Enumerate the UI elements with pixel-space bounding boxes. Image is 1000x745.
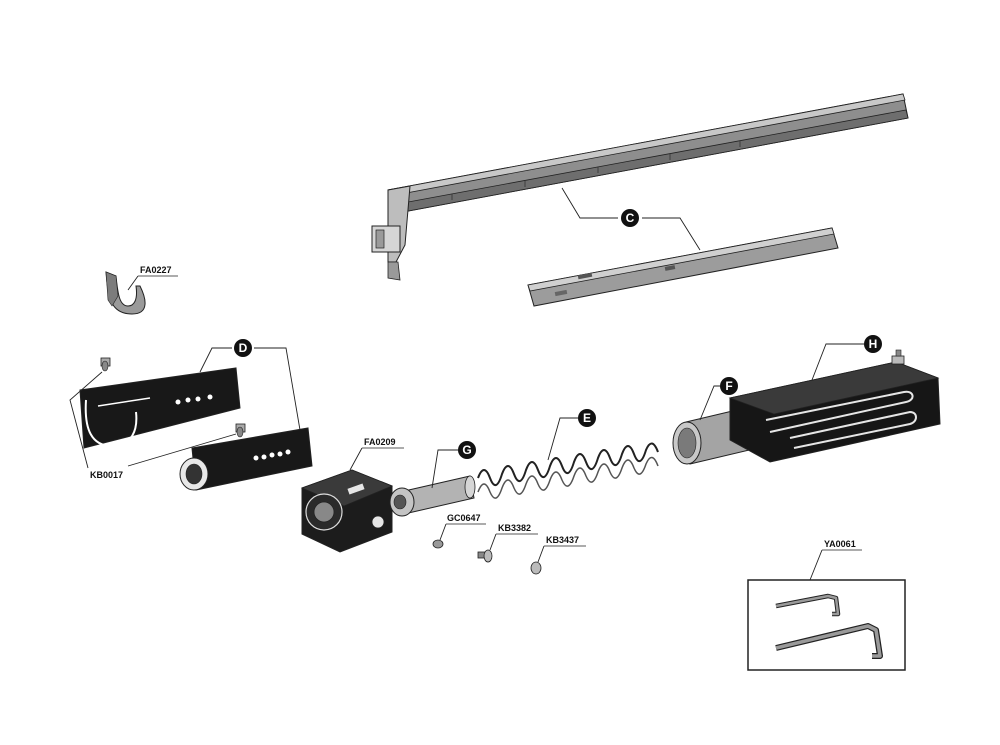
part-label-fa0209: FA0209 (364, 437, 396, 447)
d-plate-lower (179, 423, 313, 491)
part-kb3382: KB3382 (477, 523, 538, 563)
callout-d: D (199, 339, 301, 431)
label-kb0017: KB0017 (69, 371, 237, 480)
d-plate-upper (79, 357, 241, 449)
part-label-kb0017: KB0017 (90, 470, 123, 480)
part-label-fa0227: FA0227 (140, 265, 172, 275)
housing-h (728, 349, 941, 463)
lower-rail-part (527, 227, 839, 307)
part-label-ya0061: YA0061 (824, 539, 856, 549)
callout-c-label: C (626, 211, 635, 225)
callout-e: E (547, 409, 596, 461)
callout-f: F (699, 377, 738, 421)
callout-h-label: H (869, 337, 878, 351)
hex-key-box: YA0061 (747, 539, 906, 671)
callout-h: H (811, 335, 882, 381)
part-label-kb3382: KB3382 (498, 523, 531, 533)
callout-f-label: F (725, 379, 732, 393)
part-gc0647: GC0647 (432, 513, 486, 549)
block-fa0209: FA0209 (300, 437, 404, 553)
callout-g: G (431, 441, 476, 489)
part-label-kb3437: KB3437 (546, 535, 579, 545)
callout-e-label: E (583, 411, 591, 425)
part-label-gc0647: GC0647 (447, 513, 481, 523)
callout-c: C (561, 187, 701, 251)
callout-d-label: D (239, 341, 248, 355)
rod-g (389, 475, 476, 517)
spring-e (477, 442, 659, 499)
clip-fa0227: FA0227 (105, 265, 178, 315)
callout-g-label: G (462, 443, 471, 457)
top-rail-part (371, 93, 909, 281)
part-kb3437: KB3437 (530, 535, 586, 575)
